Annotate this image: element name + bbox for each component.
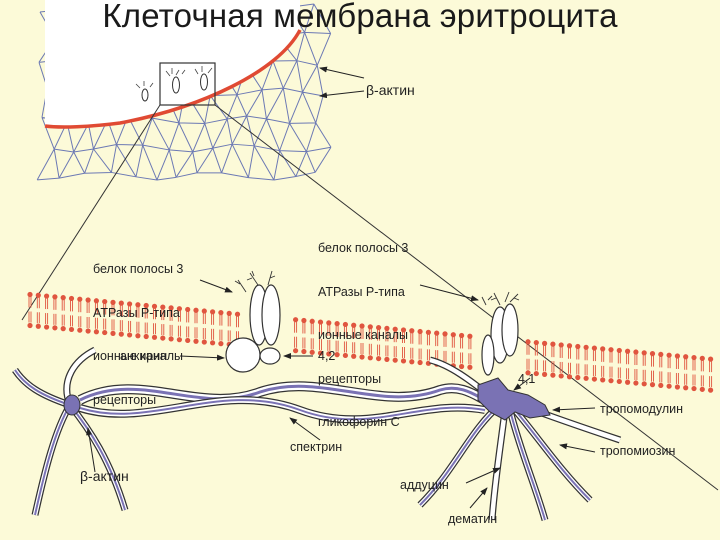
lipid-molecule [185, 307, 190, 343]
lipid-molecule [77, 297, 82, 333]
lipid-molecule [227, 311, 232, 347]
label-dematin: дематин [448, 512, 497, 527]
ankyrin-globule [226, 338, 260, 372]
lipid-molecule [451, 332, 456, 368]
lipid-molecule [293, 317, 298, 353]
lipid-molecule [202, 308, 207, 344]
label-group-right-line-3: ионные каналы [318, 328, 408, 343]
lipid-molecule [86, 297, 91, 333]
label-group-left: белок полосы 3 АТРазы Р-типа ионные кана… [93, 233, 183, 422]
lipid-molecule [459, 333, 464, 369]
lipid-molecule [650, 351, 655, 387]
lipid-molecule [625, 349, 630, 385]
label-beta-actin-top: β-актин [366, 83, 415, 98]
lipid-molecule [584, 345, 589, 381]
lipid-molecule [534, 340, 539, 376]
junction-node-left [64, 395, 80, 415]
glycophorin-c [482, 335, 494, 375]
lipid-molecule [210, 309, 215, 345]
lipid-molecule [608, 347, 613, 383]
protein-42-globule [260, 348, 280, 364]
label-group-left-line-4: рецепторы [93, 393, 183, 408]
label-group-right-line-2: АТРазы Р-типа [318, 285, 408, 300]
lipid-molecule [52, 294, 57, 330]
lipid-molecule [418, 329, 423, 365]
lipid-molecule [691, 355, 696, 391]
page-title: Клеточная мембрана эритроцита [0, 0, 720, 38]
lipid-molecule [708, 357, 713, 393]
label-group-left-line-1: белок полосы 3 [93, 262, 183, 277]
lipid-molecule [617, 348, 622, 384]
lipid-molecule [559, 342, 564, 378]
label-protein-42: 4,2 [318, 349, 335, 364]
protein-complex-left [226, 271, 280, 372]
label-ankyrin: анкирин [120, 349, 167, 364]
lipid-molecule [310, 319, 315, 355]
label-protein-41: 4,1 [518, 372, 535, 387]
lipid-molecule [467, 334, 472, 370]
label-spectrin: спектрин [290, 440, 342, 455]
band3-right [262, 285, 280, 345]
lipid-molecule [193, 308, 198, 344]
label-group-right-line-1: белок полосы 3 [318, 241, 408, 256]
lipid-molecule [700, 356, 705, 392]
label-tropomyosin: тропомиозин [600, 444, 675, 459]
lipid-molecule [667, 353, 672, 389]
lipid-molecule [301, 318, 306, 354]
lipid-molecule [567, 343, 572, 379]
lipid-molecule [592, 345, 597, 381]
band3-r2 [502, 304, 518, 356]
protein-complex-right [482, 292, 519, 375]
label-group-left-line-2: АТРазы Р-типа [93, 306, 183, 321]
lipid-molecule [658, 352, 663, 388]
lipid-molecule [683, 354, 688, 390]
label-adducin: аддуцин [400, 478, 449, 493]
label-group-right-line-4: рецепторы [318, 372, 408, 387]
lipid-molecule [218, 310, 223, 346]
lipid-molecule [675, 353, 680, 389]
label-tropomodulin: тропомодулин [600, 402, 683, 417]
lipid-molecule [69, 296, 74, 332]
label-beta-actin-bottom: β-актин [80, 469, 129, 484]
lipid-molecule [61, 295, 66, 331]
lipid-molecule [44, 293, 49, 329]
lipid-molecule [642, 350, 647, 386]
label-group-right: белок полосы 3 АТРазы Р-типа ионные кана… [318, 212, 408, 444]
lipid-molecule [600, 346, 605, 382]
lipid-molecule [633, 349, 638, 385]
lipid-molecule [575, 344, 580, 380]
lipid-molecule [550, 342, 555, 378]
label-group-right-line-5: гликофорин С [318, 415, 408, 430]
lipid-molecule [409, 328, 414, 364]
